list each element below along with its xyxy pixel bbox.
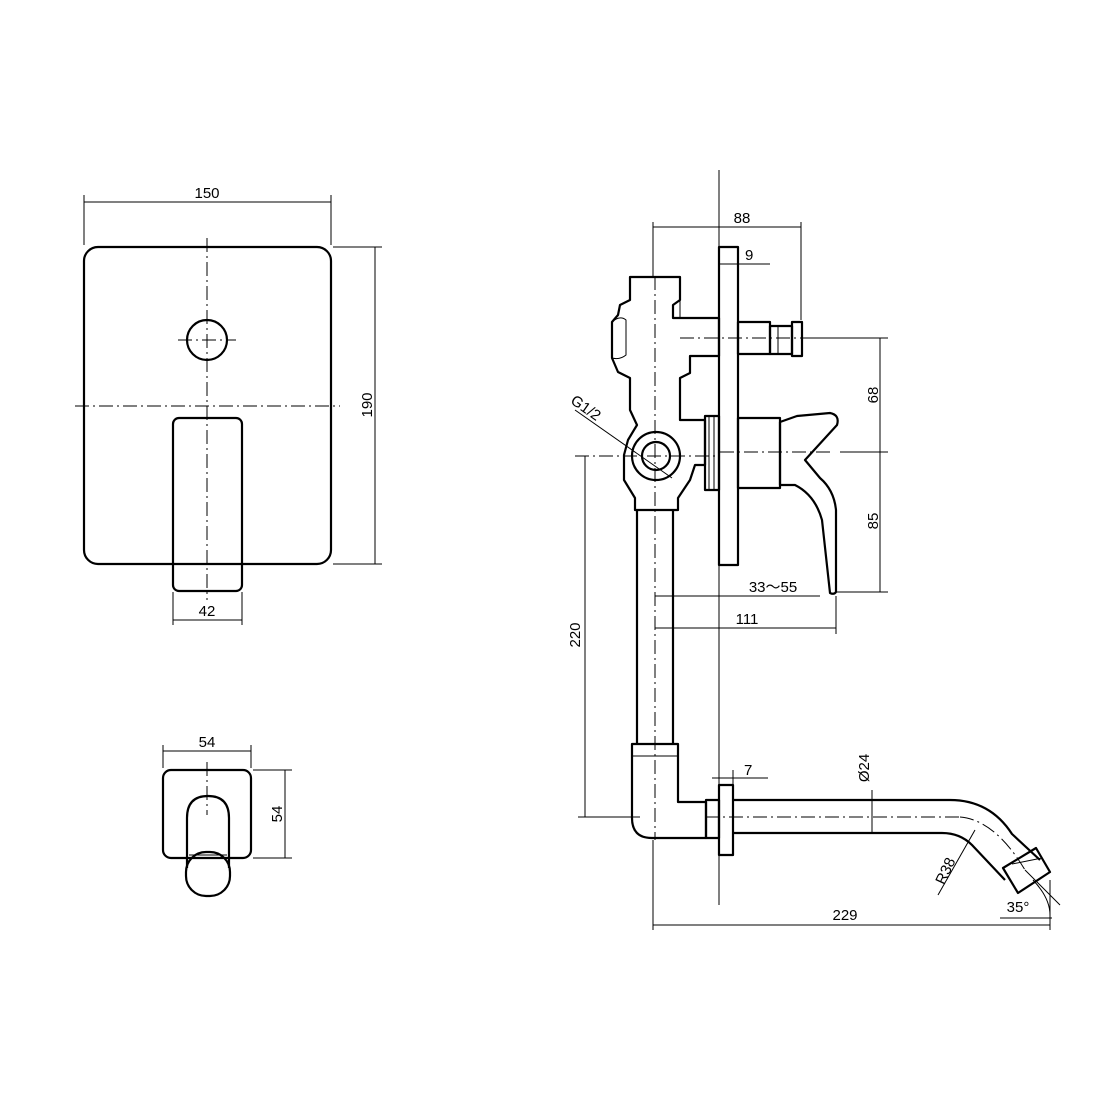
spout-plate-side bbox=[717, 783, 735, 857]
dim-vertical-offsets: 68 85 bbox=[803, 337, 888, 593]
dim-spout-angle: 35° bbox=[1000, 869, 1061, 919]
dim-plate-height: 190 bbox=[333, 246, 382, 565]
dim-handle-width: 42 bbox=[172, 592, 243, 625]
svg-text:150: 150 bbox=[194, 185, 219, 202]
side-view bbox=[575, 170, 1052, 905]
spout-body-front bbox=[185, 794, 231, 868]
svg-text:220: 220 bbox=[567, 622, 584, 647]
spout-tip bbox=[1001, 846, 1052, 895]
svg-text:111: 111 bbox=[736, 611, 759, 628]
svg-text:229: 229 bbox=[832, 907, 857, 924]
spout-top bbox=[733, 798, 1041, 861]
svg-text:7: 7 bbox=[744, 762, 752, 779]
cartridge-flange bbox=[703, 414, 721, 492]
diverter-stem bbox=[768, 324, 794, 356]
diverter-knob-side bbox=[790, 320, 804, 358]
svg-text:9: 9 bbox=[745, 247, 753, 264]
dim-plate-thickness: 9 bbox=[719, 247, 770, 265]
svg-text:R38: R38 bbox=[932, 855, 959, 887]
valve-body bbox=[610, 275, 721, 512]
dim-handle-projection: 111 bbox=[655, 596, 837, 634]
spout-flange bbox=[704, 798, 721, 840]
dim-vertical-pipe: 220 bbox=[567, 456, 640, 818]
label-thread: G1/2 bbox=[567, 392, 673, 479]
svg-text:68: 68 bbox=[865, 387, 882, 404]
svg-text:88: 88 bbox=[734, 210, 751, 227]
svg-text:85: 85 bbox=[865, 513, 882, 530]
svg-text:190: 190 bbox=[359, 392, 376, 417]
dim-wall-range: 33～55 bbox=[655, 579, 820, 597]
svg-text:Ø24: Ø24 bbox=[856, 754, 873, 782]
svg-text:35°: 35° bbox=[1007, 899, 1030, 916]
dim-plate-width: 150 bbox=[83, 185, 332, 245]
spout-bottom bbox=[733, 831, 1006, 881]
front-view-spout bbox=[161, 762, 253, 898]
dim-spout-diameter: Ø24 bbox=[856, 754, 873, 833]
svg-text:42: 42 bbox=[199, 603, 216, 620]
svg-text:G1/2: G1/2 bbox=[567, 392, 603, 425]
dim-spout-plate: 7 bbox=[712, 762, 768, 785]
svg-text:54: 54 bbox=[199, 734, 216, 751]
svg-text:33～55: 33～55 bbox=[749, 579, 797, 596]
dim-spout-width: 54 bbox=[162, 734, 252, 768]
dim-spout-height: 54 bbox=[253, 769, 292, 859]
svg-text:54: 54 bbox=[269, 806, 286, 823]
dim-bend-radius: R38 bbox=[932, 829, 976, 896]
dim-spout-reach: 229 bbox=[652, 840, 1051, 930]
elbow-fitting bbox=[630, 742, 708, 840]
spout-tip-front bbox=[184, 850, 232, 898]
handle-lever bbox=[778, 411, 839, 595]
dim-depth-total: 88 bbox=[652, 210, 802, 320]
front-view-plate bbox=[75, 238, 340, 600]
handle-base bbox=[736, 416, 782, 490]
plate-side bbox=[717, 245, 740, 567]
